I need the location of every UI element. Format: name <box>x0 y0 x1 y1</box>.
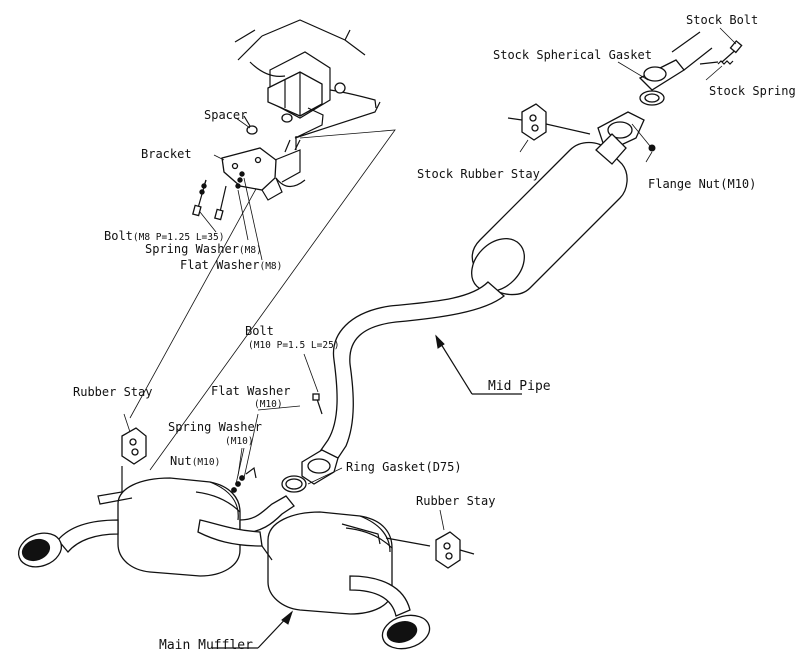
label-nut-m10: Nut(M10) <box>170 454 220 468</box>
guide-line-stay-left <box>129 177 263 419</box>
ring-gasket-part <box>281 475 307 493</box>
stock-pipe-end <box>638 31 713 106</box>
label-flat-washer-m8: Flat Washer(M8) <box>180 258 282 272</box>
label-ring-gasket: Ring Gasket(D75) <box>346 460 462 474</box>
label-spring-washer-m10-spec: (M10) <box>225 436 254 447</box>
stock-rubber-stay-part <box>507 103 591 141</box>
labels: Stock Bolt Stock Spherical Gasket Stock … <box>73 13 796 653</box>
chassis-mount-illustration <box>234 19 381 150</box>
label-bolt-m10-spec: (M10 P=1.5 L=25) <box>248 340 340 351</box>
main-muffler-part <box>17 427 475 650</box>
label-spring-washer-m10: Spring Washer <box>168 420 262 434</box>
label-spring-washer-m8: Spring Washer(M8) <box>145 242 262 256</box>
label-stock-bolt: Stock Bolt <box>686 13 758 27</box>
label-stock-rubber-stay: Stock Rubber Stay <box>417 167 540 181</box>
label-rubber-stay-left: Rubber Stay <box>73 385 152 399</box>
label-bracket: Bracket <box>141 147 192 161</box>
label-flange-nut: Flange Nut(M10) <box>648 177 756 191</box>
label-stock-spring: Stock Spring <box>709 84 796 98</box>
spacer-part <box>243 113 293 135</box>
label-flat-washer-m10: Flat Washer <box>211 384 290 398</box>
label-bolt-m10: Bolt <box>245 324 274 338</box>
mid-pipe-part <box>301 133 628 485</box>
label-mid-pipe: Mid Pipe <box>488 379 551 394</box>
label-flat-washer-m10-spec: (M10) <box>254 399 283 410</box>
leader-lines <box>123 27 737 649</box>
label-spacer: Spacer <box>204 108 247 122</box>
label-stock-spherical-gasket: Stock Spherical Gasket <box>493 48 652 62</box>
m8-bolt-set <box>192 171 245 221</box>
label-rubber-stay-right: Rubber Stay <box>416 494 495 508</box>
label-bolt-m8-spec: (M8 P=1.25 L=35) <box>133 232 225 243</box>
stock-bolt-spring <box>699 40 743 65</box>
label-bolt-m8: Bolt(M8 P=1.25 L=35) <box>104 229 224 243</box>
bracket-part <box>221 139 306 201</box>
label-main-muffler: Main Muffler <box>159 638 253 653</box>
guide-line-bracket <box>149 129 396 471</box>
